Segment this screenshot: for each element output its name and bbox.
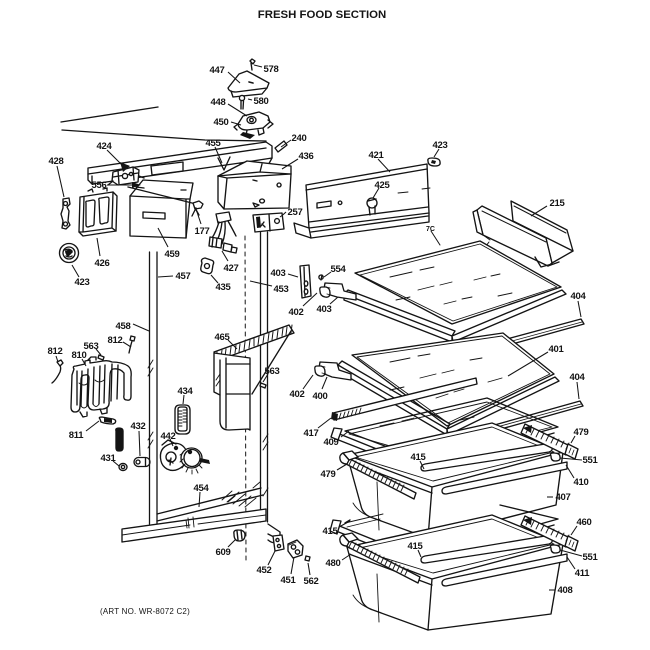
svg-text:415: 415 [323, 526, 339, 537]
svg-text:453: 453 [274, 284, 289, 295]
svg-text:578: 578 [264, 64, 279, 75]
svg-text:457: 457 [176, 271, 191, 282]
svg-text:454: 454 [194, 483, 210, 494]
svg-text:423: 423 [433, 140, 448, 151]
svg-text:409: 409 [324, 437, 339, 448]
svg-text:240: 240 [292, 133, 307, 144]
svg-text:458: 458 [116, 321, 131, 332]
svg-text:609: 609 [216, 547, 231, 558]
svg-text:435: 435 [216, 282, 232, 293]
svg-text:455: 455 [206, 138, 222, 149]
svg-text:415: 415 [411, 452, 427, 463]
svg-text:562: 562 [304, 576, 319, 587]
svg-text:480: 480 [326, 558, 341, 569]
svg-text:427: 427 [224, 263, 239, 274]
svg-text:402: 402 [290, 389, 305, 400]
svg-text:177: 177 [195, 226, 210, 237]
svg-text:551: 551 [583, 552, 599, 563]
svg-text:811: 811 [69, 430, 84, 441]
svg-text:424: 424 [97, 141, 113, 152]
svg-text:404: 404 [570, 372, 586, 383]
svg-text:402: 402 [289, 307, 304, 318]
svg-text:580: 580 [254, 96, 269, 107]
svg-text:812: 812 [108, 335, 123, 346]
svg-text:410: 410 [574, 477, 589, 488]
svg-text:563: 563 [265, 366, 280, 377]
svg-text:479: 479 [574, 427, 589, 438]
svg-text:431: 431 [101, 453, 117, 464]
svg-text:411: 411 [575, 568, 590, 579]
svg-text:448: 448 [211, 97, 226, 108]
svg-text:408: 408 [558, 585, 573, 596]
svg-text:810: 810 [72, 350, 87, 361]
svg-text:425: 425 [375, 180, 391, 191]
svg-text:563: 563 [84, 341, 99, 352]
svg-text:465: 465 [215, 332, 231, 343]
svg-text:554: 554 [331, 264, 347, 275]
svg-text:460: 460 [577, 517, 592, 528]
svg-text:407: 407 [556, 492, 571, 503]
svg-text:479: 479 [321, 469, 336, 480]
svg-text:(ART NO. WR-8072 C2): (ART NO. WR-8072 C2) [100, 607, 190, 616]
svg-text:432: 432 [131, 421, 146, 432]
svg-text:403: 403 [271, 268, 286, 279]
svg-text:434: 434 [178, 386, 194, 397]
svg-text:401: 401 [549, 344, 565, 355]
svg-text:417: 417 [304, 428, 319, 439]
svg-text:7C: 7C [426, 226, 435, 233]
svg-text:403: 403 [317, 304, 332, 315]
svg-text:215: 215 [550, 198, 566, 209]
svg-text:426: 426 [95, 258, 110, 269]
svg-text:423: 423 [75, 277, 90, 288]
svg-text:257: 257 [288, 207, 303, 218]
svg-text:556: 556 [92, 180, 107, 191]
svg-text:400: 400 [313, 391, 328, 402]
svg-text:428: 428 [49, 156, 64, 167]
svg-text:812: 812 [48, 346, 63, 357]
svg-text:421: 421 [369, 150, 385, 161]
svg-text:436: 436 [299, 151, 314, 162]
svg-text:551: 551 [583, 455, 599, 466]
svg-text:404: 404 [571, 291, 587, 302]
svg-text:447: 447 [210, 65, 225, 76]
svg-text:FRESH FOOD SECTION: FRESH FOOD SECTION [258, 9, 386, 21]
svg-text:459: 459 [165, 249, 180, 260]
svg-text:451: 451 [281, 575, 297, 586]
svg-text:442: 442 [161, 431, 176, 442]
svg-text:415: 415 [408, 541, 424, 552]
svg-text:450: 450 [214, 117, 229, 128]
svg-text:452: 452 [257, 565, 272, 576]
